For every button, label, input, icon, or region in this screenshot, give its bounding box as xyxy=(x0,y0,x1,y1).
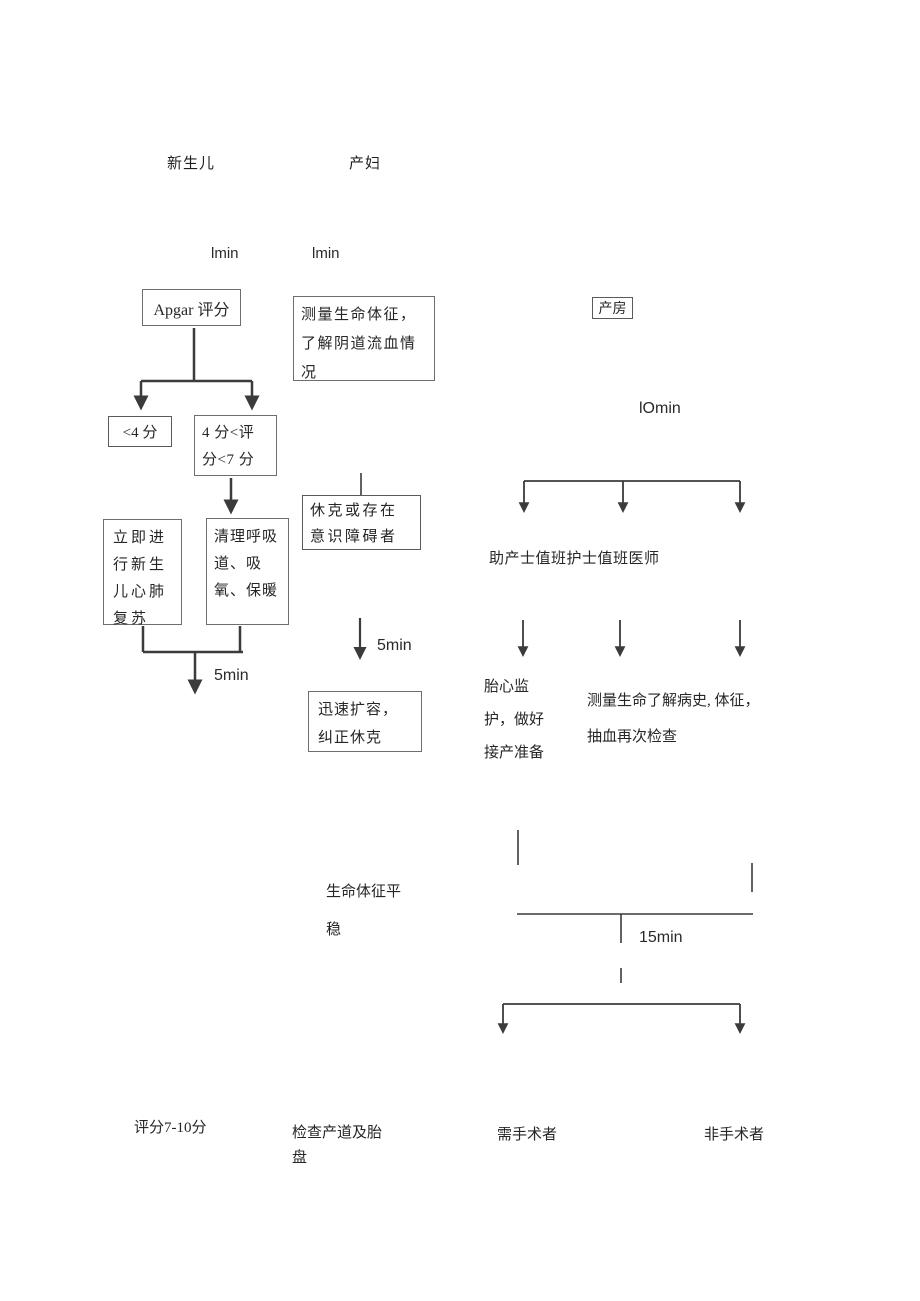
newborn-cpr-box: 立即进行新生儿心肺复苏 xyxy=(103,519,182,627)
expand-volume-box: 迅速扩容，纠正休克 xyxy=(308,691,422,752)
check-birth-canal-text: 检查产道及胎盘 xyxy=(292,1125,383,1166)
time-label-mother-1min: lmin xyxy=(312,245,340,262)
time-label-newborn-1min: lmin xyxy=(211,245,239,262)
delivery-room-box: 产房 xyxy=(592,297,633,319)
column-header-mother: 产妇 xyxy=(349,156,382,172)
no-surgery-label: 非手术者 xyxy=(704,1127,765,1143)
measure-history-text: 测量生命了解病史, 体征，抽血再次检查 xyxy=(587,693,760,745)
score-4-to-7-box: 4 分<评分<7 分 xyxy=(194,415,277,476)
fetal-monitor-text: 胎心监护，做好接产准备 xyxy=(484,679,545,761)
apgar-score-box: Apgar 评分 xyxy=(142,289,241,326)
score-under-4-box: <4 分 xyxy=(108,416,172,447)
time-label-15min: 15min xyxy=(639,929,683,946)
time-label-10min: lOmin xyxy=(639,400,681,417)
time-label-newborn-5min: 5min xyxy=(214,667,249,684)
shock-box: 休克或存在意识障碍者 xyxy=(302,495,421,550)
score-7-10-label: 评分7-10分 xyxy=(134,1120,207,1136)
staff-on-duty-label: 助产士值班护士值班医师 xyxy=(489,551,660,567)
column-header-newborn: 新生儿 xyxy=(167,156,216,172)
need-surgery-label: 需手术者 xyxy=(497,1127,558,1143)
measure-vitals-box: 测量生命体征，了解阴道流血情况 xyxy=(293,296,435,381)
clear-airway-box: 清理呼吸道、吸氧、保暖 xyxy=(206,518,289,625)
vitals-stable-text: 生命体征平稳 xyxy=(326,884,402,938)
time-label-shock-5min: 5min xyxy=(377,637,412,654)
